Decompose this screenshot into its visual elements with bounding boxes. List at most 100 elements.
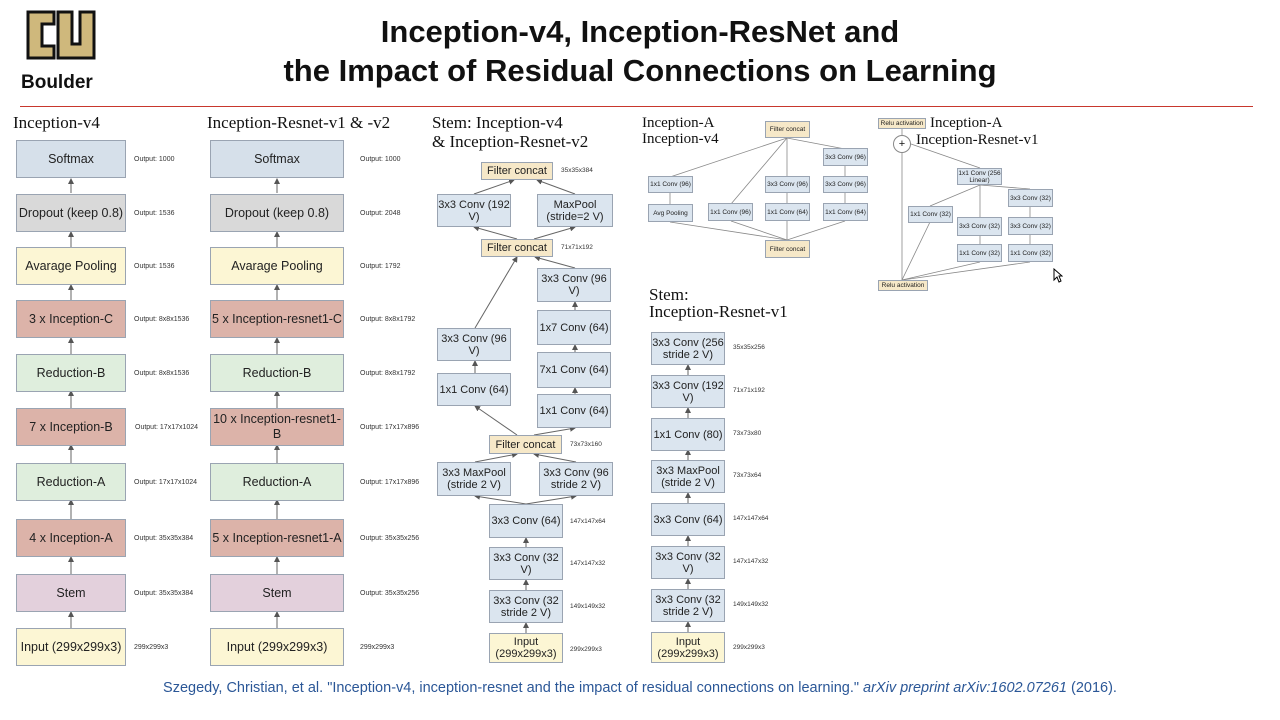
- v4-block-3: 3 x Inception-C: [16, 300, 126, 338]
- v4-block-0: Softmax: [16, 140, 126, 178]
- stem-resnet-layer-1: 3x3 Conv (192 V): [651, 375, 725, 408]
- resnet-block-2: Avarage Pooling: [210, 247, 344, 285]
- resnet-block-8: Stem: [210, 574, 344, 612]
- resnet-block-5: 10 x Inception-resnet1-B: [210, 408, 344, 446]
- v4-block-6: Reduction-A: [16, 463, 126, 501]
- stem-filter-concat-low: Filter concat: [489, 435, 562, 454]
- ia-v4-b2-1x1: 1x1 Conv (96): [708, 203, 753, 221]
- v4-block-1: Dropout (keep 0.8): [16, 194, 126, 232]
- resnet-block-output-3: Output: 8x8x1792: [360, 316, 416, 323]
- stem-right-7x1: 7x1 Conv (64): [537, 352, 611, 388]
- v4-block-output-1: Output: 1536: [134, 210, 175, 217]
- resnet-block-output-0: Output: 1000: [360, 156, 401, 163]
- stem-left-3x3: 3x3 Conv (96 V): [437, 328, 511, 361]
- v4-block-7: 4 x Inception-A: [16, 519, 126, 557]
- stem-filter-concat-mid: Filter concat: [481, 239, 553, 257]
- v4-block-9: Input (299x299x3): [16, 628, 126, 666]
- stem-resnet-layer-0: 3x3 Conv (256 stride 2 V): [651, 332, 725, 365]
- inception-a-resnet-title-line1: Inception-A: [930, 115, 1003, 131]
- stem-right-3x3: 3x3 Conv (96 V): [537, 268, 611, 302]
- iar-b2-1x1: 1x1 Conv (32): [957, 244, 1002, 262]
- ia-v4-b4-1x1: 1x1 Conv (64): [823, 203, 868, 221]
- ia-v4-b3-1x1: 1x1 Conv (64): [765, 203, 810, 221]
- inception-a-v4-title-line2: Inception-v4: [642, 131, 719, 147]
- v4-block-output-8: Output: 35x35x384: [134, 590, 194, 597]
- stem-right-1x1: 1x1 Conv (64): [537, 394, 611, 428]
- resnet-block-output-7: Output: 35x35x256: [360, 535, 420, 542]
- inception-resnet-title: Inception-Resnet-v1 & -v2: [207, 113, 391, 132]
- stem-resnet-layer-2: 1x1 Conv (80): [651, 418, 725, 451]
- stem-resnet-size-0: 35x35x256: [733, 344, 765, 351]
- resnet-block-4: Reduction-B: [210, 354, 344, 392]
- resnet-block-output-6: Output: 17x17x896: [360, 479, 420, 486]
- stem-size-input: 299x299x3: [570, 646, 602, 653]
- resnet-block-output-5: Output: 17x17x896: [360, 424, 420, 431]
- stem-resnet-size-4: 147x147x64: [733, 515, 769, 522]
- stem-size-32: 147x147x32: [570, 560, 606, 567]
- resnet-block-9: Input (299x299x3): [210, 628, 344, 666]
- stem-filter-concat-top: Filter concat: [481, 162, 553, 180]
- stem-left-1x1: 1x1 Conv (64): [437, 373, 511, 406]
- ia-v4-filter-concat-bottom: Filter concat: [765, 240, 810, 258]
- resnet-block-output-8: Output: 35x35x256: [360, 590, 420, 597]
- v4-block-4: Reduction-B: [16, 354, 126, 392]
- inception-a-resnet-title-line2: Inception-Resnet-v1: [916, 132, 1039, 148]
- inception-v4-title: Inception-v4: [13, 113, 100, 132]
- v4-block-8: Stem: [16, 574, 126, 612]
- stem-resnet-layer-7: Input (299x299x3): [651, 632, 725, 663]
- iar-relu-top: Relu activation: [878, 118, 926, 129]
- stem-resnet-title-line2: Inception-Resnet-v1: [649, 302, 788, 321]
- page-title-line2: the Impact of Residual Connections on Le…: [283, 53, 997, 88]
- stem-size-mid: 71x71x192: [561, 244, 593, 251]
- stem-size-low: 73x73x160: [570, 441, 602, 448]
- resnet-block-0: Softmax: [210, 140, 344, 178]
- stem-resnet-size-3: 73x73x64: [733, 472, 762, 479]
- resnet-block-output-9: 299x299x3: [360, 644, 395, 651]
- stem-resnet-size-5: 147x147x32: [733, 558, 769, 565]
- resnet-block-3: 5 x Inception-resnet1-C: [210, 300, 344, 338]
- v4-block-2: Avarage Pooling: [16, 247, 126, 285]
- stem-resnet-size-6: 149x149x32: [733, 601, 769, 608]
- v4-block-output-2: Output: 1536: [134, 263, 175, 270]
- v4-block-output-4: Output: 8x8x1536: [134, 370, 190, 377]
- inception-a-v4-title-line1: Inception-A: [642, 115, 715, 131]
- resnet-block-6: Reduction-A: [210, 463, 344, 501]
- stem-size-top: 35x35x384: [561, 167, 593, 174]
- university-logo: Boulder: [18, 6, 98, 94]
- stem-v4-title-line2: & Inception-Resnet-v2: [432, 132, 589, 151]
- stem-resnet-size-2: 73x73x80: [733, 430, 762, 437]
- stem-maxpool-s2: MaxPool (stride=2 V): [537, 194, 613, 227]
- mouse-cursor-icon: [1053, 268, 1063, 283]
- stem-conv-192: 3x3 Conv (192 V): [437, 194, 511, 227]
- stem-resnet-layer-6: 3x3 Conv (32 stride 2 V): [651, 589, 725, 622]
- stem-resnet-size-1: 71x71x192: [733, 387, 765, 394]
- ia-v4-b4-3x3a: 3x3 Conv (96): [823, 148, 868, 166]
- v4-block-output-6: Output: 17x17x1024: [134, 479, 198, 486]
- stem-size-32-s2: 149x149x32: [570, 603, 606, 610]
- stem-resnet-layer-5: 3x3 Conv (32 V): [651, 546, 725, 579]
- citation-authors: Szegedy, Christian, et al. "Inception-v4…: [163, 680, 864, 696]
- stem-conv-32: 3x3 Conv (32 V): [489, 547, 563, 580]
- resnet-block-output-4: Output: 8x8x1792: [360, 370, 416, 377]
- stem-resnet-size-7: 299x299x3: [733, 644, 765, 651]
- stem-resnet-layer-3: 3x3 MaxPool (stride 2 V): [651, 460, 725, 493]
- stem-conv-low: 3x3 Conv (96 stride 2 V): [539, 462, 613, 496]
- iar-b3-3x3a: 3x3 Conv (32): [1008, 189, 1053, 207]
- header-divider: [20, 106, 1253, 107]
- v4-block-output-3: Output: 8x8x1536: [134, 316, 190, 323]
- stem-conv-32-s2: 3x3 Conv (32 stride 2 V): [489, 590, 563, 623]
- citation-year: (2016).: [1066, 680, 1117, 696]
- resnet-block-output-2: Output: 1792: [360, 263, 401, 270]
- v4-block-output-5: Output: 17x17x1024: [135, 424, 199, 431]
- v4-block-output-7: Output: 35x35x384: [134, 535, 194, 542]
- resnet-block-7: 5 x Inception-resnet1-A: [210, 519, 344, 557]
- stem-resnet-title-line1: Stem:: [649, 285, 689, 304]
- stem-conv-64: 3x3 Conv (64): [489, 504, 563, 538]
- ia-v4-b4-3x3b: 3x3 Conv (96): [823, 176, 868, 193]
- v4-block-5: 7 x Inception-B: [16, 408, 126, 446]
- stem-right-1x7: 1x7 Conv (64): [537, 310, 611, 345]
- ia-v4-b3-3x3: 3x3 Conv (96): [765, 176, 810, 193]
- cu-logo-icon: [26, 10, 96, 60]
- iar-b1: 1x1 Conv (32): [908, 206, 953, 223]
